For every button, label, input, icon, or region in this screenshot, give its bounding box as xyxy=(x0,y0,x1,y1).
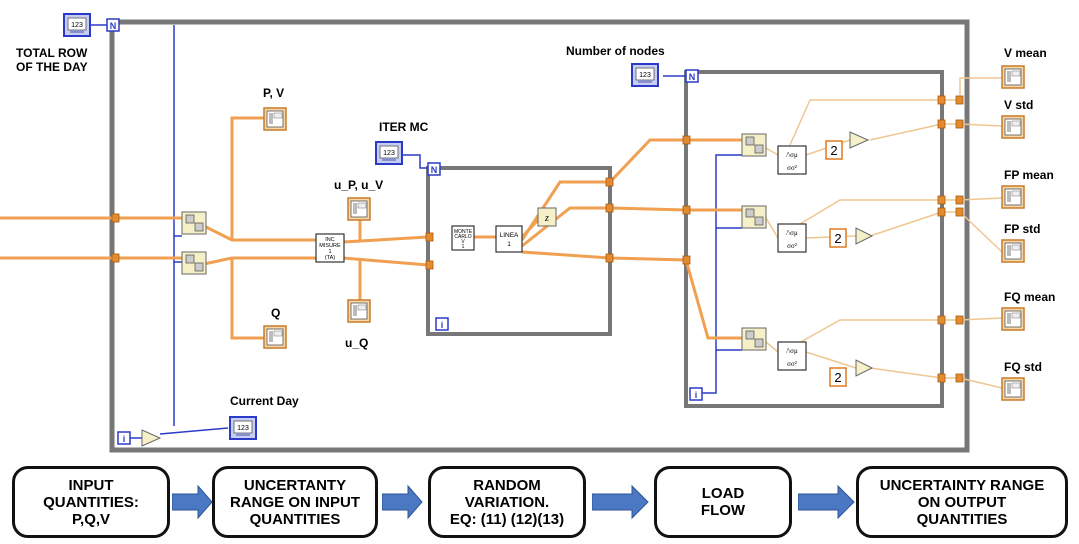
flow-step-uncertainty-input: UNCERTANTY RANGE ON INPUT QUANTITIES xyxy=(212,466,378,538)
index-array-block-5 xyxy=(741,327,767,351)
flow-step-uncertainty-output: UNCERTAINTY RANGE ON OUTPUT QUANTITIES xyxy=(856,466,1068,538)
fq-std-label: FQ std xyxy=(1004,360,1042,374)
outer-loop-frame xyxy=(109,19,970,453)
v-std-indicator xyxy=(1001,115,1025,139)
uq-label: u_Q xyxy=(345,336,369,350)
svg-text:2: 2 xyxy=(834,370,841,385)
svg-text:σσ²: σσ² xyxy=(787,164,797,172)
svg-text:i: i xyxy=(123,434,126,444)
fq-mean-indicator xyxy=(1001,307,1025,331)
svg-text:N: N xyxy=(431,165,438,175)
nodes-loop-frame xyxy=(684,70,944,408)
svg-text:i: i xyxy=(441,320,444,330)
flow-arrow-3 xyxy=(592,484,649,520)
linea-subvi[interactable] xyxy=(495,225,523,253)
flow-arrow-1 xyxy=(172,484,213,520)
flow-step-input-quantities: INPUT QUANTITIES: P,Q,V xyxy=(12,466,170,538)
fq-mean-label: FQ mean xyxy=(1004,290,1056,304)
mc-loop-i-terminal xyxy=(435,317,449,331)
monte-carlo-subvi[interactable] xyxy=(451,225,475,251)
z-label: z xyxy=(544,213,549,224)
v-mean-indicator xyxy=(1001,65,1025,89)
constant-2-b[interactable] xyxy=(829,228,847,248)
feedback-node xyxy=(537,207,557,227)
mean-std-block-3: /\σμ σσ² xyxy=(777,341,807,371)
number-of-nodes-label: Number of nodes xyxy=(566,44,665,58)
up-uv-indicator xyxy=(347,197,371,221)
multiply-node-1 xyxy=(849,131,870,149)
pv-indicator xyxy=(263,107,287,131)
svg-text:123: 123 xyxy=(383,150,395,157)
flow-step-load-flow: LOAD FLOW xyxy=(654,466,792,538)
svg-text:123: 123 xyxy=(71,22,83,29)
svg-text:σσ²: σσ² xyxy=(787,242,797,250)
mean-std-block-2: /\σμ σσ² xyxy=(777,223,807,253)
svg-text:N: N xyxy=(110,21,117,31)
flow-step-random-variation: RANDOM VARIATION. EQ: (11) (12)(13) xyxy=(428,466,586,538)
fp-mean-label: FP mean xyxy=(1004,168,1054,182)
mc-loop-frame xyxy=(426,166,612,336)
svg-text:/\σμ: /\σμ xyxy=(786,229,798,237)
total-row-label: TOTAL ROW OF THE DAY xyxy=(16,46,88,74)
multiply-node-2 xyxy=(855,227,874,245)
fp-std-label: FP std xyxy=(1004,222,1041,236)
uq-indicator xyxy=(347,299,371,323)
nodes-loop-i-terminal xyxy=(689,387,703,401)
svg-text:/\σμ: /\σμ xyxy=(786,151,798,159)
current-day-label: Current Day xyxy=(230,394,299,408)
q-label: Q xyxy=(271,306,281,320)
svg-text:i: i xyxy=(695,390,698,400)
fp-std-indicator xyxy=(1001,239,1025,263)
orange-wires xyxy=(0,116,742,340)
inc-misure-subvi[interactable] xyxy=(315,233,345,263)
q-indicator xyxy=(263,325,287,349)
increment-node xyxy=(141,429,162,447)
svg-text:σσ²: σσ² xyxy=(787,360,797,368)
up-uv-label: u_P, u_V xyxy=(334,178,384,192)
svg-text:2: 2 xyxy=(834,231,841,246)
svg-text:123: 123 xyxy=(639,72,651,79)
pv-label: P, V xyxy=(263,86,285,100)
fp-mean-indicator xyxy=(1001,185,1025,209)
v-mean-label: V mean xyxy=(1004,46,1047,60)
constant-2-c[interactable] xyxy=(829,367,847,387)
blue-wires xyxy=(90,24,742,439)
index-array-block-4 xyxy=(741,205,767,229)
flow-arrow-2 xyxy=(382,484,423,520)
fq-std-indicator xyxy=(1001,377,1025,401)
tunnels xyxy=(111,95,964,383)
index-array-block-1 xyxy=(181,211,207,235)
index-array-block-2 xyxy=(181,251,207,275)
svg-text:/\σμ: /\σμ xyxy=(786,347,798,355)
mc-loop-n-terminal xyxy=(427,162,441,176)
constant-2-a[interactable] xyxy=(825,140,843,160)
iter-mc-label: ITER MC xyxy=(379,120,429,134)
v-std-label: V std xyxy=(1004,98,1034,112)
index-array-block-3 xyxy=(741,133,767,157)
svg-text:123: 123 xyxy=(237,425,249,432)
multiply-node-3 xyxy=(855,359,874,377)
svg-text:2: 2 xyxy=(830,143,837,158)
mean-std-block-1: /\σμ σσ² xyxy=(777,145,807,175)
svg-text:N: N xyxy=(689,72,696,82)
flow-arrow-4 xyxy=(798,484,855,520)
